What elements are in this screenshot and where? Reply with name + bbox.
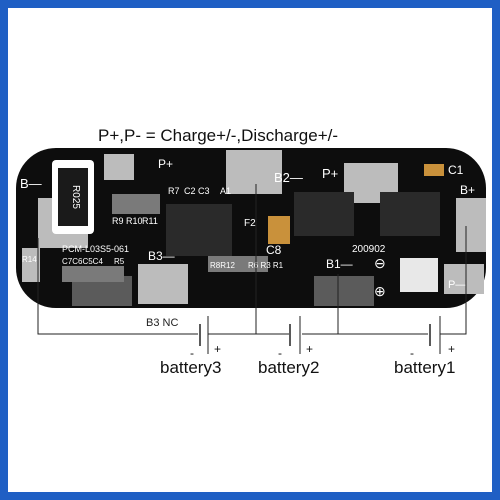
label-p-minus: P— <box>448 279 466 291</box>
mosfet-left <box>294 192 354 236</box>
label-f2: F2 <box>244 218 256 229</box>
pad-b1-minus <box>314 276 374 306</box>
smd-c1 <box>424 164 444 176</box>
label-b3-minus: B3— <box>148 249 175 263</box>
battery2-label: battery2 <box>258 358 320 377</box>
controller-ic <box>166 204 232 256</box>
battery3-plus-mark: + <box>214 342 222 356</box>
mosfet-right <box>380 192 440 236</box>
label-c2: C2 <box>184 186 196 196</box>
label-b-plus: B+ <box>460 183 475 197</box>
battery1-plus-mark: + <box>448 342 456 356</box>
smd-group-left <box>62 266 124 282</box>
label-b1-minus: B1— <box>326 257 353 271</box>
label-r8r12: R8R12 <box>210 261 235 270</box>
connector <box>400 258 438 292</box>
battery2-minus-mark: - <box>278 346 282 360</box>
battery3-label: battery3 <box>160 358 222 377</box>
label-r10: R10 <box>126 216 143 226</box>
pad-b3-minus <box>138 264 188 304</box>
b3-nc-label: B3 NC <box>146 317 178 329</box>
label-a1: A1 <box>220 186 231 196</box>
label-c1: C1 <box>448 163 464 177</box>
battery3-minus-mark: - <box>190 346 194 360</box>
part-number: PCM-L03S5-061 <box>62 244 129 254</box>
headline-text: P+,P- = Charge+/-,Discharge+/- <box>98 126 339 145</box>
wire-b-plus <box>440 226 467 335</box>
label-c8: C8 <box>266 243 282 257</box>
label-r7: R7 <box>168 186 180 196</box>
sense-resistor-body <box>58 168 88 226</box>
label-c3: C3 <box>198 186 210 196</box>
wire-b-minus <box>37 238 198 335</box>
label-r14: R14 <box>22 255 37 264</box>
smd-group-mid <box>208 256 268 272</box>
label-p-plus-right: P+ <box>322 166 338 181</box>
label-r11: R11 <box>142 216 158 226</box>
battery2-plus-mark: + <box>306 342 314 356</box>
smd-group-top <box>112 194 160 214</box>
pad-b-plus <box>456 198 486 252</box>
label-p-plus-top: P+ <box>158 157 173 171</box>
pad-small-2 <box>22 248 40 282</box>
capacitor-c8 <box>268 216 290 244</box>
minus-symbol: ⊖ <box>374 255 386 271</box>
label-r9: R9 <box>112 216 124 226</box>
label-b2-minus: B2— <box>274 170 303 185</box>
label-r6r3r1: R6 R3 R1 <box>248 261 284 270</box>
pad-b2-minus <box>226 150 282 194</box>
label-r5: R5 <box>114 257 125 266</box>
date-code: 200902 <box>352 244 386 255</box>
pcb-board: R025 B— P+ B2— P+ B+ B3— B1— P— R7 C2 C3… <box>16 148 486 354</box>
sense-resistor-marking: R025 <box>70 185 81 209</box>
plus-symbol: ⊕ <box>374 283 386 299</box>
label-c7c6c5c4: C7C6C5C4 <box>62 257 103 266</box>
battery1-label: battery1 <box>394 358 456 377</box>
label-b-minus: B— <box>20 176 42 191</box>
pad-small-1 <box>104 154 134 180</box>
pad-p-minus <box>444 264 484 294</box>
battery1-minus-mark: - <box>410 346 414 360</box>
